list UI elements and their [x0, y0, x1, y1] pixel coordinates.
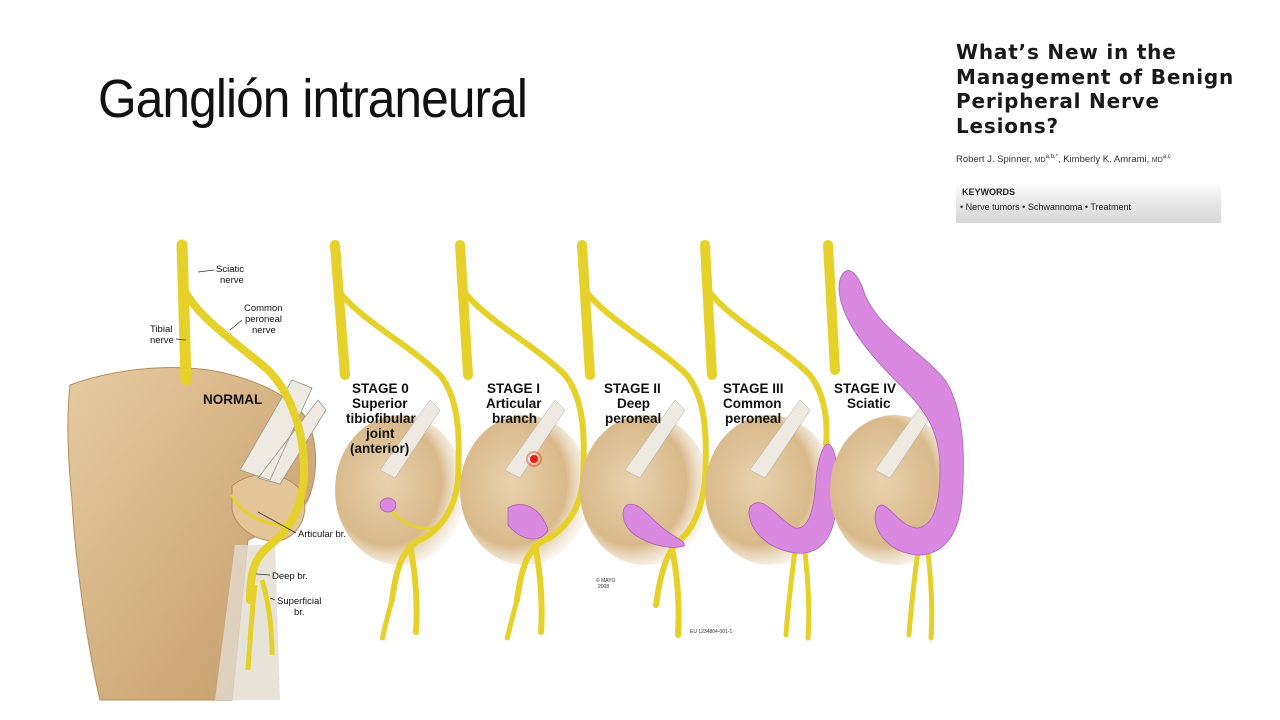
- stage-2-panel: STAGE II Deep peroneal © MAYO 2008: [577, 240, 710, 638]
- stage-0-cyst: [379, 497, 397, 513]
- author-2-affiliation: a,c: [1162, 154, 1171, 160]
- stage-1-ligament: [504, 399, 566, 479]
- stage-2-label-line-1: STAGE II: [604, 381, 661, 396]
- leader-articular: [257, 511, 297, 534]
- paper-title-line-3: Peripheral Nerve: [956, 89, 1160, 113]
- stage-2-label-line-2: Deep: [617, 396, 650, 411]
- normal-panel: NORMAL Sciatic nerve Common peroneal ner…: [67, 239, 346, 701]
- author-2-degree: MD: [1151, 157, 1163, 165]
- paper-title-line-4: Lesions?: [956, 113, 1059, 138]
- figure-id: EU 1234804-001-1: [690, 629, 732, 635]
- stage-1-sciatic: [455, 240, 473, 380]
- author-1-corresponding-mark: *: [1055, 154, 1058, 160]
- stage-4-label-line-1: STAGE IV: [834, 381, 896, 396]
- stage-1-label-line-1: STAGE I: [487, 381, 540, 396]
- label-normal: NORMAL: [203, 392, 262, 407]
- stage-2-peroneal: [582, 287, 709, 638]
- label-tibial-nerve-line-2: nerve: [150, 335, 174, 346]
- stage-2-bone: [580, 415, 710, 565]
- stage-3-peroneal-lower: [783, 547, 812, 641]
- stage-2-ligament: [624, 399, 686, 479]
- label-common-peroneal-line-3: nerve: [252, 325, 276, 336]
- keywords-title: KEYWORDS: [962, 187, 1016, 197]
- stage-0-label-line-3: tibiofibular: [346, 411, 416, 426]
- paper-authors: Robert J. Spinner, MDa,b,*, Kimberly K. …: [956, 154, 1256, 165]
- stage-3-label-line-1: STAGE III: [723, 381, 784, 396]
- author-1-name: Robert J. Spinner,: [956, 154, 1035, 166]
- stage-1-label-line-3: branch: [492, 411, 537, 426]
- paper-title: What’s New in the Management of Benign P…: [956, 40, 1256, 138]
- author-1-affiliation: a,b,: [1045, 154, 1056, 160]
- author-1-degree: MD: [1034, 157, 1046, 165]
- stage-0-panel: STAGE 0 Superior tibiofibular joint (ant…: [330, 240, 465, 641]
- leader-common-peroneal: [229, 319, 243, 331]
- label-common-peroneal-line-2: peroneal: [245, 314, 282, 325]
- slide-title: Ganglión intraneural: [98, 69, 528, 129]
- stage-0-deep: [379, 599, 395, 641]
- stage-3-ligament: [749, 399, 811, 479]
- stage-3-label-line-2: Common: [723, 396, 782, 411]
- stage-4-peroneal-lower: [906, 547, 935, 641]
- stage-0-peroneal: [335, 287, 462, 635]
- stage-4-cyst: [838, 270, 964, 556]
- stage-2-sciatic: [577, 240, 595, 380]
- paper-title-line-2: Management of Benign: [956, 64, 1235, 89]
- leader-sciatic: [197, 269, 215, 273]
- label-tibial-nerve-line-1: Tibial: [150, 324, 172, 335]
- leader-tibial: [175, 338, 187, 341]
- label-superficial-branch-line-1: Superficial: [277, 596, 321, 607]
- stage-0-ligament: [379, 399, 441, 479]
- stage-0-label-line-5: (anterior): [350, 441, 409, 456]
- leader-superficial: [269, 597, 276, 601]
- label-deep-branch: Deep br.: [272, 571, 308, 582]
- label-common-peroneal-line-1: Common: [244, 303, 283, 314]
- leader-deep: [255, 573, 271, 576]
- label-sciatic-nerve-line-2: nerve: [220, 275, 244, 286]
- stage-2-label-line-3: peroneal: [605, 411, 661, 426]
- stage-4-panel: STAGE IV Sciatic: [823, 240, 964, 641]
- keywords-box: KEYWORDS • Nerve tumors • Schwannoma • T…: [956, 182, 1221, 223]
- stage-1-panel: STAGE I Articular branch: [455, 240, 590, 641]
- stage-0-label-line-4: joint: [365, 426, 395, 441]
- stage-4-label-line-2: Sciatic: [847, 396, 891, 411]
- stage-4-sciatic: [823, 240, 840, 375]
- stage-1-deep: [504, 599, 520, 641]
- stage-3-peroneal-upper: [705, 287, 830, 448]
- author-separator: ,: [1057, 154, 1064, 166]
- stage-0-label-line-1: STAGE 0: [352, 381, 409, 396]
- keywords-list: • Nerve tumors • Schwannoma • Treatment: [960, 202, 1132, 212]
- label-superficial-branch-line-2: br.: [294, 607, 305, 618]
- copyright-line-2: 2008: [598, 584, 609, 590]
- superficial-branch-normal: [259, 579, 275, 656]
- paper-header: What’s New in the Management of Benign P…: [956, 40, 1256, 165]
- stage-2-cyst: [622, 503, 685, 548]
- stage-1-cyst: [507, 504, 549, 540]
- common-peroneal-nerve-normal: [180, 286, 309, 604]
- author-2-name: Kimberly K. Amrami,: [1063, 154, 1152, 166]
- stage-1-label-line-2: Articular: [486, 396, 542, 411]
- deep-branch-normal: [245, 584, 258, 671]
- copyright-line-1: © MAYO: [596, 577, 616, 584]
- stage-3-label-line-3: peroneal: [725, 411, 781, 426]
- stage-1-peroneal: [460, 287, 587, 635]
- pointer-marker: [530, 455, 538, 463]
- paper-title-line-1: What’s New in the: [956, 40, 1177, 64]
- stage-3-panel: STAGE III Common peroneal EU 1234804-001…: [690, 240, 838, 641]
- sciatic-nerve-normal: [176, 239, 192, 386]
- stage-1-bone: [460, 415, 590, 565]
- stage-0-sciatic: [330, 240, 350, 380]
- pointer-halo: [526, 451, 542, 467]
- stage-0-bone: [335, 415, 465, 565]
- stage-0-label-line-2: Superior: [352, 396, 408, 411]
- label-sciatic-nerve-line-1: Sciatic: [216, 264, 244, 275]
- label-articular-branch: Articular br.: [298, 529, 346, 540]
- stage-3-sciatic: [700, 240, 717, 380]
- articular-branch-normal: [230, 494, 293, 527]
